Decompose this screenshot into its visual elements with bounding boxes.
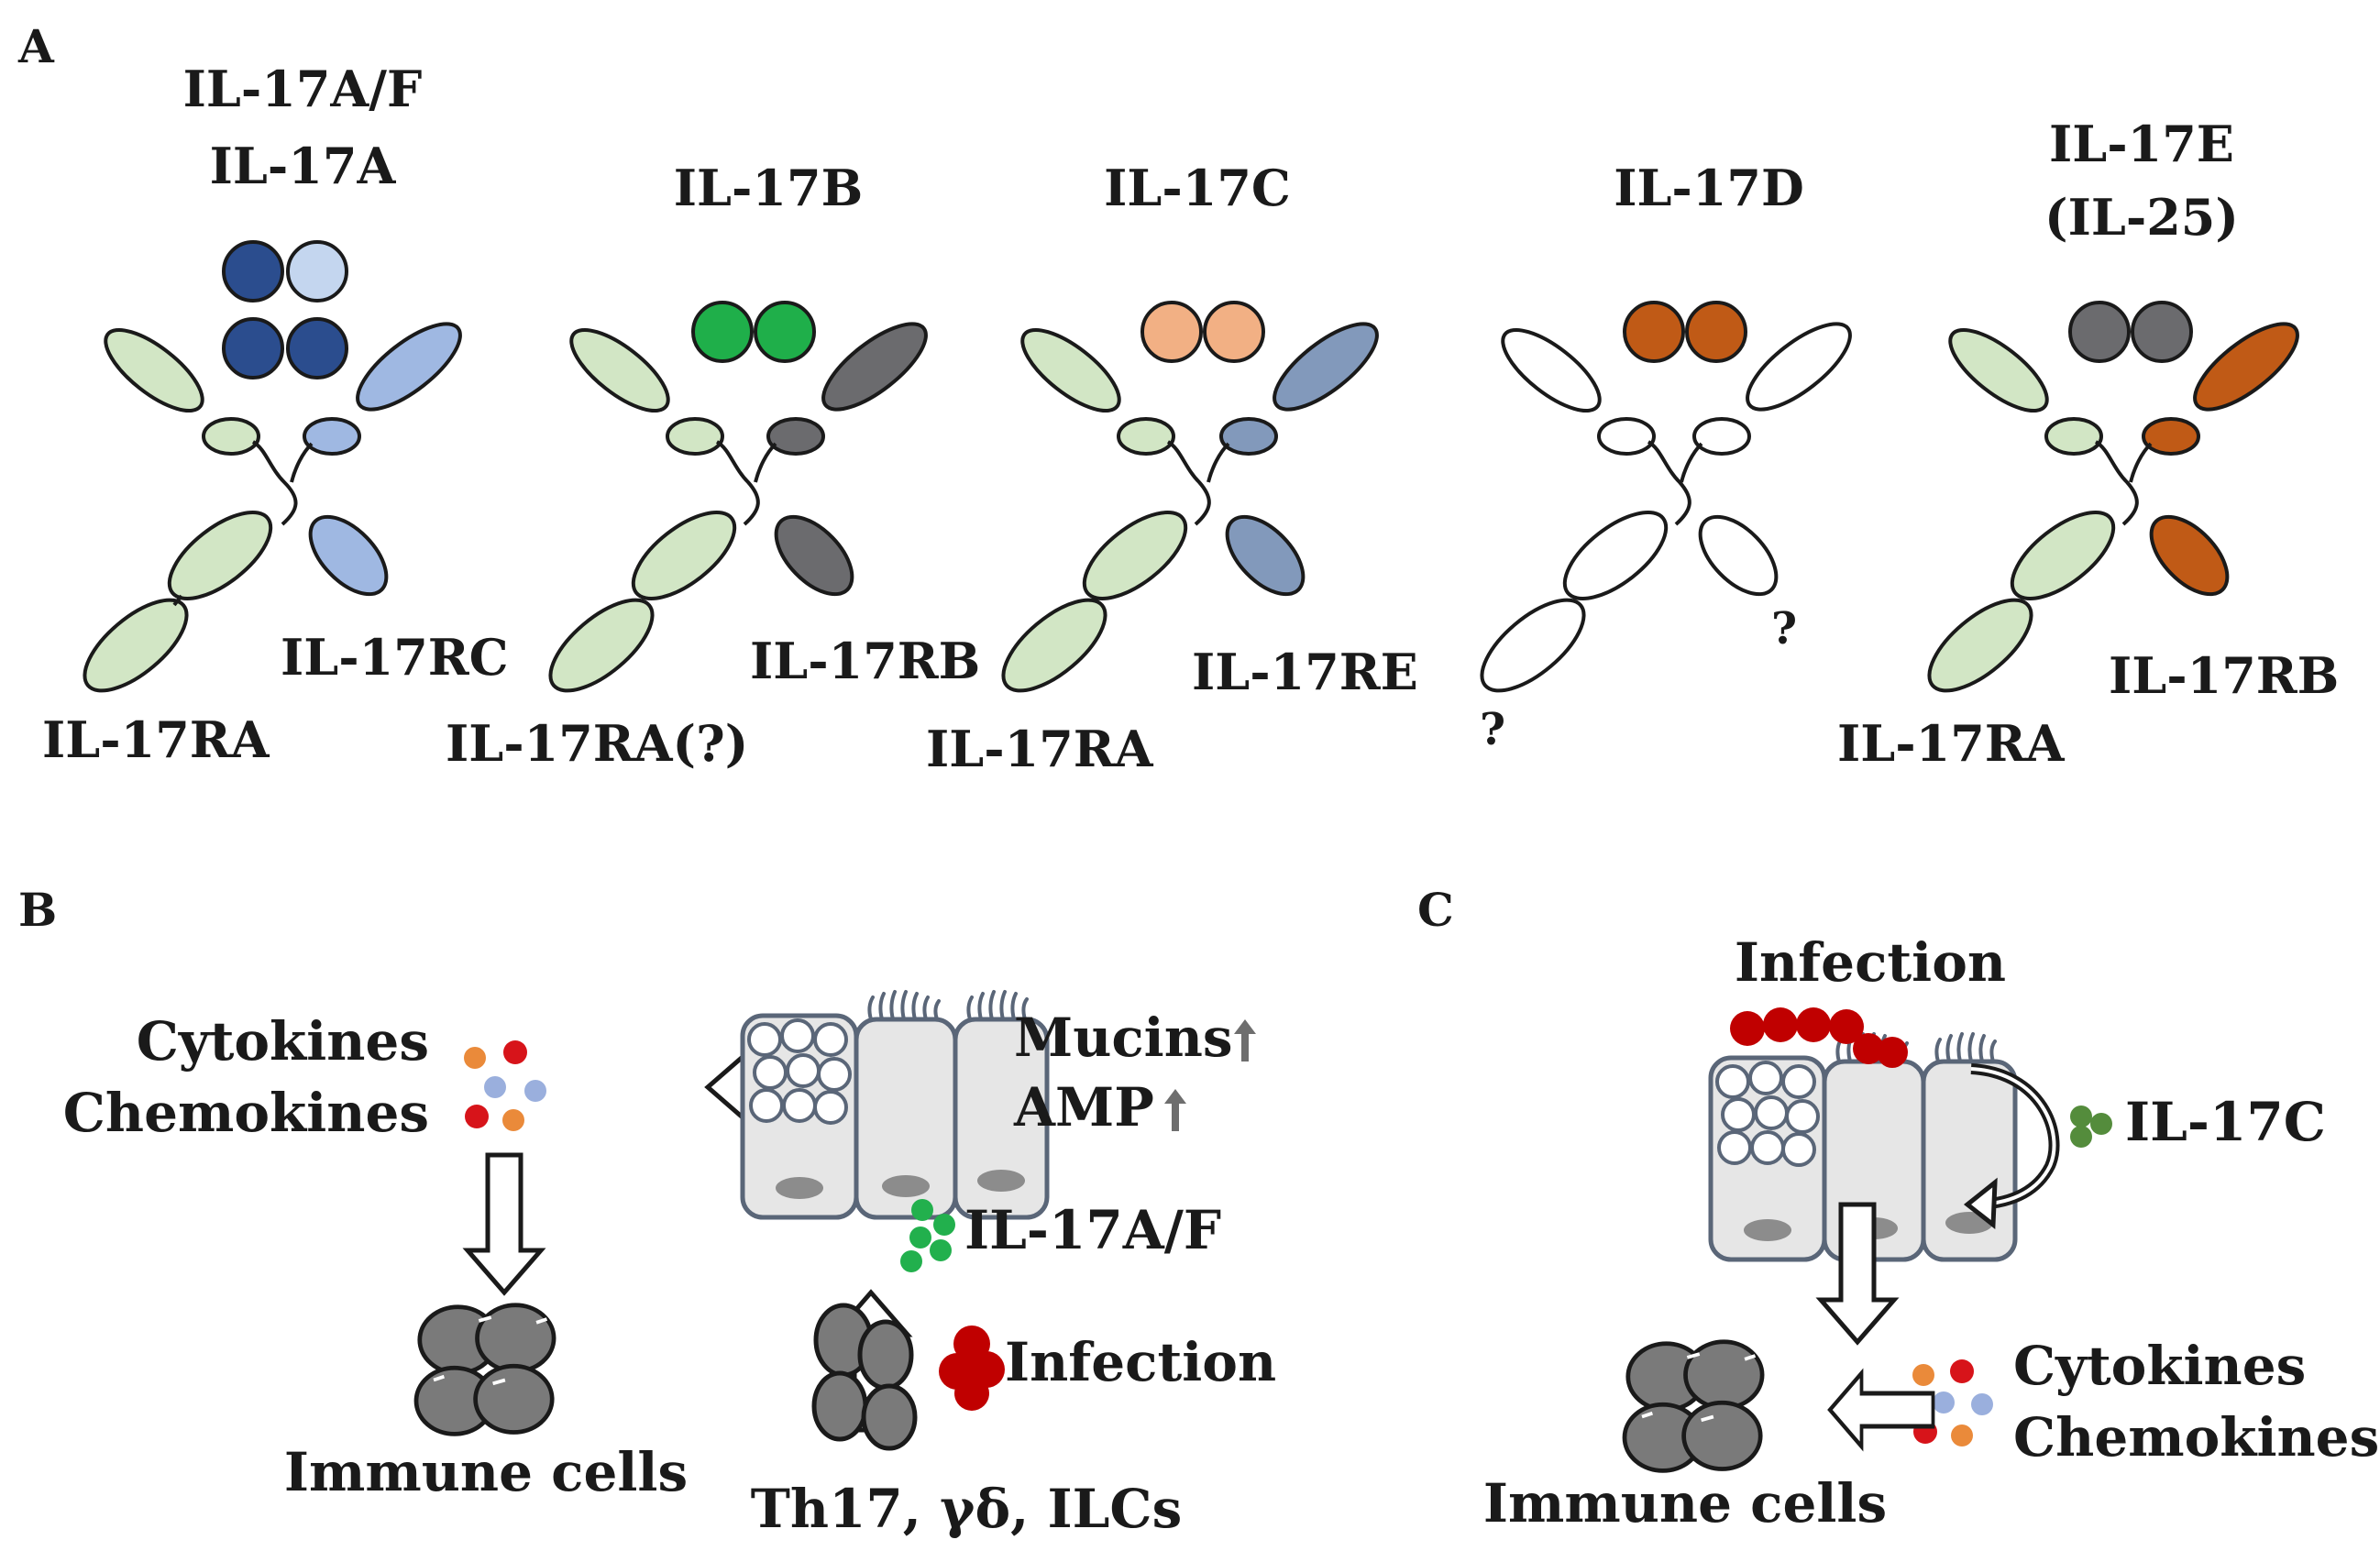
b-chemokines-label: Chemokines <box>63 1082 429 1144</box>
receptor-il17ra-2 <box>548 327 760 693</box>
receptor-label-il17rc: IL-17RC <box>281 628 509 687</box>
b-cytokines-label: Cytokines <box>137 1010 429 1072</box>
b-bacteria-icon <box>939 1326 1005 1411</box>
ligand-label-il17af-line2: IL-17A <box>210 137 397 195</box>
receptor-il17ra-5 <box>1927 327 2139 693</box>
ligand-il17e <box>2068 301 2193 363</box>
ligand-label-il17af-line1: IL-17A/F <box>183 60 423 118</box>
receptor-label-unknown-right: ? <box>1771 603 1797 654</box>
c-il17c-dots <box>2070 1106 2112 1148</box>
receptor-il17rb-2 <box>2129 322 2299 597</box>
b-infection-label: Infection <box>1005 1331 1276 1393</box>
b-producer-cells-icon <box>811 1303 918 1451</box>
b-cytokine-dots <box>464 1040 546 1131</box>
ligand-il17c <box>1140 301 1265 363</box>
c-immune-cells-label: Immune cells <box>1483 1472 1887 1534</box>
b-immune-cells-label: Immune cells <box>284 1441 688 1503</box>
b-il17af-label: IL-17A/F <box>964 1199 1221 1261</box>
b-producers-label: Th17, γδ, ILCs <box>751 1478 1183 1540</box>
receptor-label-il17re: IL-17RE <box>1192 643 1418 701</box>
panel-b-label: B <box>18 883 57 937</box>
receptor-unknown-left <box>1480 327 1691 693</box>
ligand-label-il17b: IL-17B <box>674 159 863 217</box>
receptor-il17re <box>1207 322 1379 597</box>
b-amp-up-arrow <box>1164 1089 1186 1131</box>
c-chemokines-label: Chemokines <box>2013 1406 2379 1468</box>
receptor-label-il17rb-2: IL-17RB <box>2109 646 2339 705</box>
c-cytokine-dots <box>1912 1359 1993 1446</box>
ligand-label-il17c: IL-17C <box>1104 159 1291 217</box>
complex-il17b: IL-17B IL-17RA(?) IL-17RB <box>446 159 980 773</box>
c-infection-label: Infection <box>1735 931 2006 994</box>
ligand-il17b <box>691 301 816 363</box>
receptor-label-il17ra-q: IL-17RA(?) <box>446 714 748 773</box>
receptor-label-il17ra-5: IL-17RA <box>1837 714 2066 773</box>
ligand-label-il17e-line1: IL-17E <box>2049 115 2234 173</box>
b-arrow-down <box>468 1155 541 1292</box>
c-cytokines-label: Cytokines <box>2013 1335 2306 1397</box>
receptor-il17ra-3 <box>1001 327 1211 693</box>
c-il17c-label: IL-17C <box>2125 1091 2326 1153</box>
complex-il17af: IL-17A/F IL-17A IL-17RA IL-17RC <box>42 60 509 769</box>
receptor-il17rb-1 <box>754 322 928 597</box>
receptor-label-unknown-left: ? <box>1480 704 1505 755</box>
panel-a-label: A <box>17 19 55 73</box>
b-mucins-up-arrow <box>1234 1019 1256 1062</box>
receptor-unknown-right <box>1680 322 1852 597</box>
complex-il17e: IL-17E (IL-25) IL-17RA IL-17RB <box>1837 115 2339 773</box>
complex-il17c: IL-17C IL-17RA IL-17RE <box>926 159 1418 778</box>
b-mucins-label: Mucins <box>1014 1006 1233 1069</box>
ligand-il17d <box>1623 301 1747 363</box>
complex-il17d: IL-17D ? ? <box>1480 159 1852 755</box>
b-epithelium-icon <box>743 992 1047 1217</box>
ligand-il17af <box>222 240 348 380</box>
receptor-il17rc <box>290 322 462 597</box>
receptor-label-il17ra-1: IL-17RA <box>42 710 270 769</box>
b-immune-cells-icon <box>416 1305 554 1435</box>
receptor-label-il17rb-1: IL-17RB <box>750 632 980 690</box>
b-amp-label: AMP <box>1013 1076 1154 1138</box>
receptor-label-il17ra-3: IL-17RA <box>926 720 1154 778</box>
receptor-il17ra <box>83 327 298 693</box>
c-immune-cells-icon <box>1625 1342 1762 1471</box>
ligand-label-il17d: IL-17D <box>1614 159 1804 217</box>
b-il17af-dots <box>900 1199 955 1272</box>
panel-c-label: C <box>1417 883 1454 937</box>
c-bacteria-row <box>1730 1007 1908 1068</box>
ligand-label-il17e-line2: (IL-25) <box>2044 188 2239 247</box>
